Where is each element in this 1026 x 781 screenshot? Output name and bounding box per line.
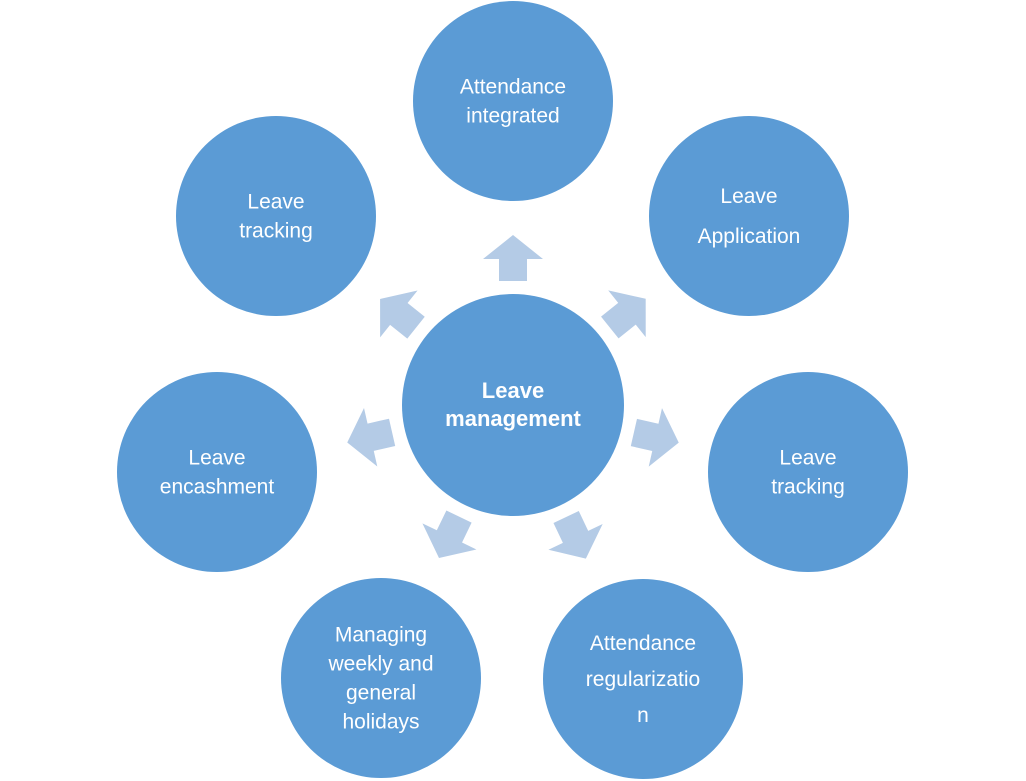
- arrow-to-leave-tracking-right: [630, 408, 679, 467]
- center-circle: [402, 294, 624, 516]
- node-circle: [649, 116, 849, 316]
- node-circle: [117, 372, 317, 572]
- arrow-to-leave-application: [601, 290, 646, 339]
- node-label-line: general: [346, 682, 416, 705]
- arrow-to-leave-tracking-left: [380, 290, 425, 339]
- node-label-line: encashment: [160, 476, 275, 499]
- node-circle: [176, 116, 376, 316]
- node-circle: [708, 372, 908, 572]
- node-label-line: Managing: [335, 624, 427, 647]
- node-label-line: Attendance: [460, 76, 566, 99]
- node-label-line: Leave: [720, 185, 777, 208]
- node-label-line: n: [637, 704, 649, 727]
- node-label-line: Attendance: [590, 632, 696, 655]
- node-leave-encashment: Leave encashment: [117, 372, 317, 572]
- node-label-line: weekly and: [327, 653, 433, 676]
- node-circle: [413, 1, 613, 201]
- center-node: Leave management: [402, 294, 624, 516]
- arrow-to-attendance-integrated: [483, 235, 543, 281]
- node-circle: [543, 579, 743, 779]
- center-label-line: management: [445, 406, 581, 431]
- circles-layer: AttendanceintegratedLeaveApplicationLeav…: [117, 1, 908, 779]
- node-label-line: Leave: [188, 447, 245, 470]
- node-label-line: regularizatio: [586, 668, 700, 691]
- node-leave-tracking-right: Leave tracking: [708, 372, 908, 572]
- node-label-line: Application: [698, 225, 801, 248]
- arrow-to-leave-encashment: [347, 407, 396, 467]
- node-circle: [281, 578, 481, 778]
- arrows-layer: [347, 235, 679, 559]
- arrow-to-managing-holidays: [422, 510, 477, 559]
- center-label-line: Leave: [482, 378, 544, 403]
- node-managing-holidays: Managing weekly and general holidays: [281, 578, 481, 778]
- node-label-line: integrated: [466, 105, 559, 128]
- node-label-line: tracking: [239, 220, 313, 243]
- node-label-line: holidays: [342, 711, 419, 734]
- arrow-to-attendance-regularization: [548, 511, 603, 559]
- node-attendance-regularization: Attendance regularizatio n: [543, 579, 743, 779]
- node-label-line: Leave: [779, 447, 836, 470]
- node-label-line: tracking: [771, 476, 845, 499]
- node-leave-tracking-left: Leave tracking: [176, 116, 376, 316]
- node-attendance-integrated: Attendance integrated: [413, 1, 613, 201]
- node-label-line: Leave: [247, 191, 304, 214]
